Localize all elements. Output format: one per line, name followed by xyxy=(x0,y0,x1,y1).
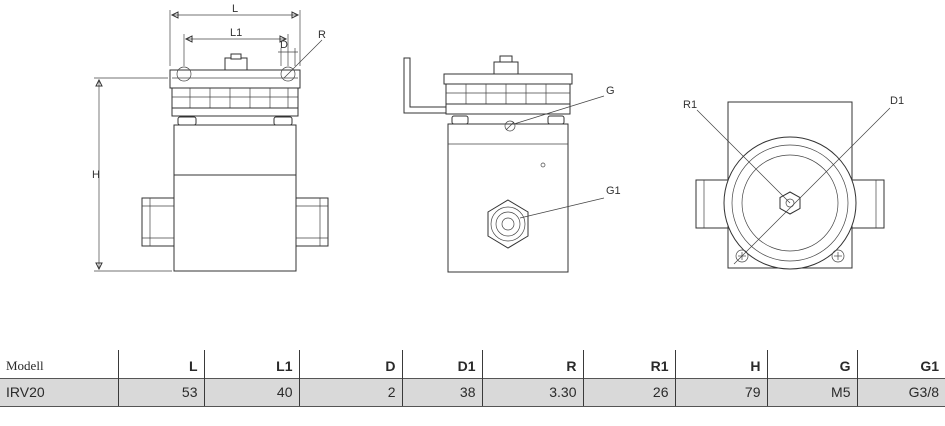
front-view: L L1 D R H xyxy=(92,3,329,272)
col-header-l1: L1 xyxy=(204,350,300,378)
col-header-r: R xyxy=(482,350,584,378)
col-header-g: G xyxy=(767,350,858,378)
col-header-r1: R1 xyxy=(583,350,676,378)
cell-g1: G3/8 xyxy=(857,377,945,407)
cell-l1: 40 xyxy=(204,377,300,407)
cell-modell: IRV20 xyxy=(0,377,119,407)
spec-table: Modell L L1 D D1 R R1 H G G1 IRV20 53 40… xyxy=(0,350,945,407)
col-header-d: D xyxy=(299,350,403,378)
dim-G1-label: G1 xyxy=(606,185,621,197)
side-view: G G1 xyxy=(403,55,621,273)
col-header-d1: D1 xyxy=(402,350,483,378)
cell-d: 2 xyxy=(299,377,403,407)
cell-l: 53 xyxy=(118,377,205,407)
cell-h: 79 xyxy=(675,377,768,407)
dim-L-label: L xyxy=(232,3,238,15)
col-header-g1: G1 xyxy=(920,357,939,374)
dim-L1-label: L1 xyxy=(230,27,242,39)
technical-drawing: L L1 D R H xyxy=(92,3,904,273)
dim-H-label: H xyxy=(92,169,100,181)
cell-d1: 38 xyxy=(402,377,483,407)
col-header-modell: Modell xyxy=(0,350,119,378)
table-row: IRV20 53 40 2 38 3.30 26 79 M5 G3/8 xyxy=(0,377,945,407)
col-header-l: L xyxy=(118,350,205,378)
dim-R-label: R xyxy=(318,29,326,41)
dim-D1-label: D1 xyxy=(890,95,904,107)
cell-r: 3.30 xyxy=(482,377,584,407)
dim-R1-label: R1 xyxy=(683,99,697,111)
cell-r1: 26 xyxy=(583,377,676,407)
col-header-h: H xyxy=(675,350,768,378)
top-view: R1 D1 xyxy=(683,95,904,270)
dim-D-label: D xyxy=(280,39,288,51)
dim-G-label: G xyxy=(606,85,615,97)
table-header-row: Modell L L1 D D1 R R1 H G G1 xyxy=(0,350,945,378)
cell-g: M5 xyxy=(767,377,858,407)
